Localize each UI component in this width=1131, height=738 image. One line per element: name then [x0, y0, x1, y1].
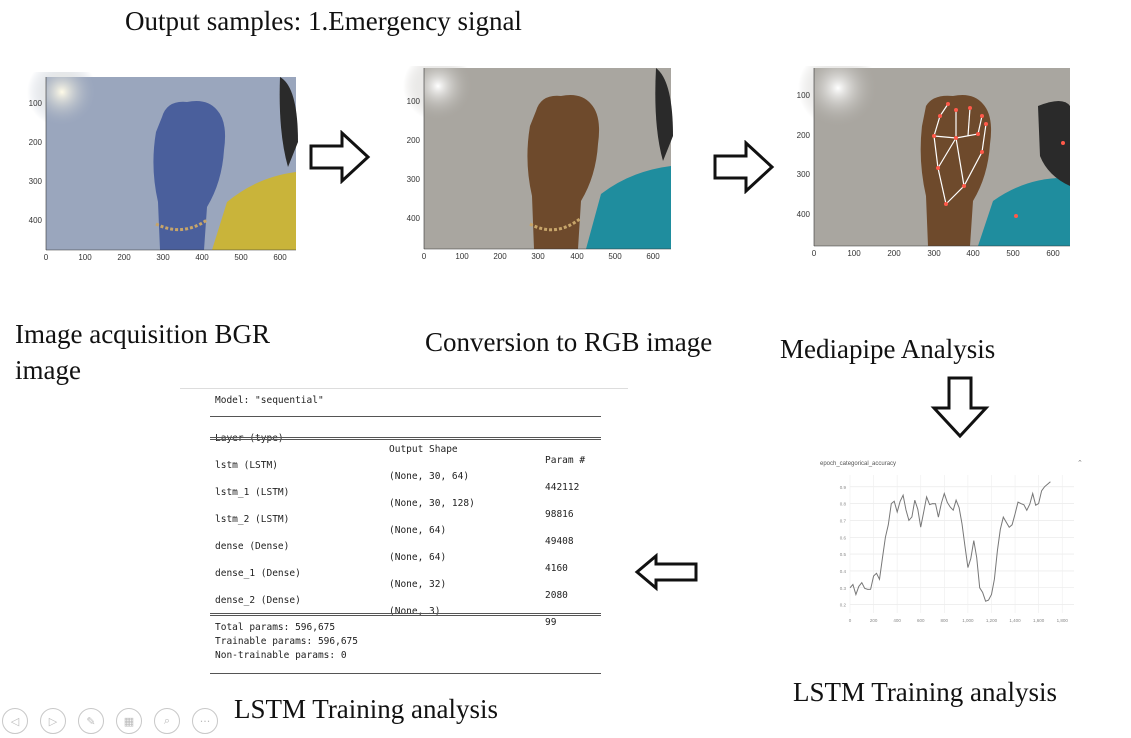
y-tick-label: 0.8: [840, 502, 847, 507]
rgb-y-ticks: 100 200 300 400: [407, 97, 421, 223]
x-tick-label: 1,800: [1057, 618, 1069, 623]
svg-text:200: 200: [407, 136, 421, 145]
svg-text:300: 300: [29, 177, 43, 186]
model-name: Model: "sequential": [215, 395, 324, 406]
more-icon[interactable]: ···: [192, 708, 218, 734]
svg-text:200: 200: [29, 138, 43, 147]
svg-text:500: 500: [234, 253, 248, 262]
caption-lstm-chart: LSTM Training analysis: [793, 677, 1058, 707]
layer-row: lstm_2 (LSTM) (None, 64) 49408: [215, 514, 574, 547]
layer-row: dense (Dense) (None, 64) 4160: [215, 541, 568, 574]
svg-text:300: 300: [156, 253, 170, 262]
bgr-image-plot: 0 100 200 300 400 500 600 100 200 300 40…: [22, 72, 322, 272]
svg-text:100: 100: [455, 252, 469, 261]
total-params: Total params: 596,675: [215, 622, 336, 633]
svg-text:600: 600: [1046, 249, 1060, 258]
svg-text:100: 100: [797, 91, 811, 100]
summary-header: Layer (type) Output Shape Param #: [215, 433, 586, 466]
left-arrow-icon: [634, 552, 698, 592]
bgr-shirt: [212, 172, 296, 250]
next-icon[interactable]: ▷: [40, 708, 66, 734]
mediapipe-y-ticks: 100 200 300 400: [797, 91, 811, 219]
model-summary: Model: "sequential" Layer (type) Output …: [205, 386, 605, 686]
svg-text:0: 0: [44, 253, 49, 262]
bgr-hand: [153, 101, 226, 250]
svg-text:400: 400: [195, 253, 209, 262]
svg-text:400: 400: [29, 216, 43, 225]
y-tick-label: 0.2: [840, 603, 847, 608]
svg-text:300: 300: [927, 249, 941, 258]
bgr-x-ticks: 0 100 200 300 400 500 600: [44, 253, 287, 262]
landmark-points: [932, 102, 1065, 218]
svg-text:100: 100: [847, 249, 861, 258]
svg-text:400: 400: [407, 214, 421, 223]
svg-text:100: 100: [407, 97, 421, 106]
svg-text:600: 600: [646, 252, 660, 261]
chart-title: epoch_categorical_accuracy: [820, 461, 896, 467]
prev-icon[interactable]: ◁: [2, 708, 28, 734]
svg-text:200: 200: [797, 131, 811, 140]
y-tick-label: 0.4: [840, 569, 847, 574]
x-tick-label: 1,400: [1009, 618, 1021, 623]
rgb-shirt: [586, 166, 671, 249]
x-tick-label: 600: [917, 618, 925, 623]
layer-row: dense_1 (Dense) (None, 32) 2080: [215, 568, 568, 601]
svg-text:300: 300: [531, 252, 545, 261]
caption-lstm-summary: LSTM Training analysis: [234, 694, 499, 724]
summary-top-divider: [180, 388, 628, 389]
rgb-image-plot: 0 100 200 300 400 500 600 100 200 300 40…: [398, 66, 698, 266]
layer-row: lstm (LSTM) (None, 30, 64) 442112: [215, 460, 580, 493]
collapse-icon[interactable]: ⌃: [1077, 459, 1083, 467]
svg-text:200: 200: [493, 252, 507, 261]
trainable-params: Trainable params: 596,675: [215, 636, 358, 647]
svg-text:300: 300: [407, 175, 421, 184]
rgb-hand: [527, 95, 600, 249]
y-tick-label: 0.6: [840, 535, 847, 540]
y-tick-label: 0.3: [840, 586, 847, 591]
x-tick-label: 0: [849, 618, 852, 623]
caption-rgb-conversion: Conversion to RGB image: [425, 327, 713, 357]
mediapipe-hand: [920, 95, 992, 246]
non-trainable-params: Non-trainable params: 0: [215, 650, 347, 661]
svg-text:0: 0: [422, 252, 427, 261]
caption-mediapipe: Mediapipe Analysis: [780, 334, 996, 364]
right-arrow-icon: [713, 140, 775, 194]
y-tick-label: 0.5: [840, 552, 847, 557]
zoom-icon[interactable]: ⌕: [154, 708, 180, 734]
svg-text:300: 300: [797, 170, 811, 179]
bgr-y-ticks: 100 200 300 400: [29, 99, 43, 225]
x-tick-label: 200: [870, 618, 878, 623]
page-title: Output samples: 1.Emergency signal: [125, 6, 522, 36]
slides-icon[interactable]: ▦: [116, 708, 142, 734]
svg-text:500: 500: [608, 252, 622, 261]
rgb-x-ticks: 0 100 200 300 400 500 600: [422, 252, 660, 261]
y-tick-label: 0.9: [840, 485, 847, 490]
caption-image-acquisition: Image acquisition BGR image: [15, 319, 270, 385]
accuracy-chart: epoch_categorical_accuracy ⌃ 0.2 0.3 0.4 0.…: [812, 455, 1087, 630]
x-tick-label: 800: [941, 618, 949, 623]
svg-text:0: 0: [812, 249, 817, 258]
layer-row: lstm_1 (LSTM) (None, 30, 128) 98816: [215, 487, 574, 520]
svg-text:500: 500: [1006, 249, 1020, 258]
mediapipe-image-plot: 0 100 200 300 400 500 600 100 200 300 40…: [788, 66, 1088, 266]
x-tick-label: 400: [893, 618, 901, 623]
svg-text:200: 200: [117, 253, 131, 262]
x-tick-label: 1,000: [962, 618, 974, 623]
svg-text:100: 100: [29, 99, 43, 108]
svg-text:400: 400: [570, 252, 584, 261]
right-arrow-icon: [309, 130, 371, 184]
down-arrow-icon: [930, 376, 990, 439]
svg-text:400: 400: [966, 249, 980, 258]
pen-icon[interactable]: ✎: [78, 708, 104, 734]
layer-row: dense_2 (Dense) (None, 3) 99: [215, 595, 557, 628]
x-tick-label: 1,200: [986, 618, 998, 623]
mediapipe-x-ticks: 0 100 200 300 400 500 600: [812, 249, 1060, 258]
svg-text:400: 400: [797, 210, 811, 219]
svg-text:200: 200: [887, 249, 901, 258]
y-tick-label: 0.7: [840, 518, 847, 523]
accuracy-series-line: [849, 481, 1051, 602]
x-tick-label: 1,600: [1033, 618, 1045, 623]
svg-text:600: 600: [273, 253, 287, 262]
svg-text:100: 100: [78, 253, 92, 262]
